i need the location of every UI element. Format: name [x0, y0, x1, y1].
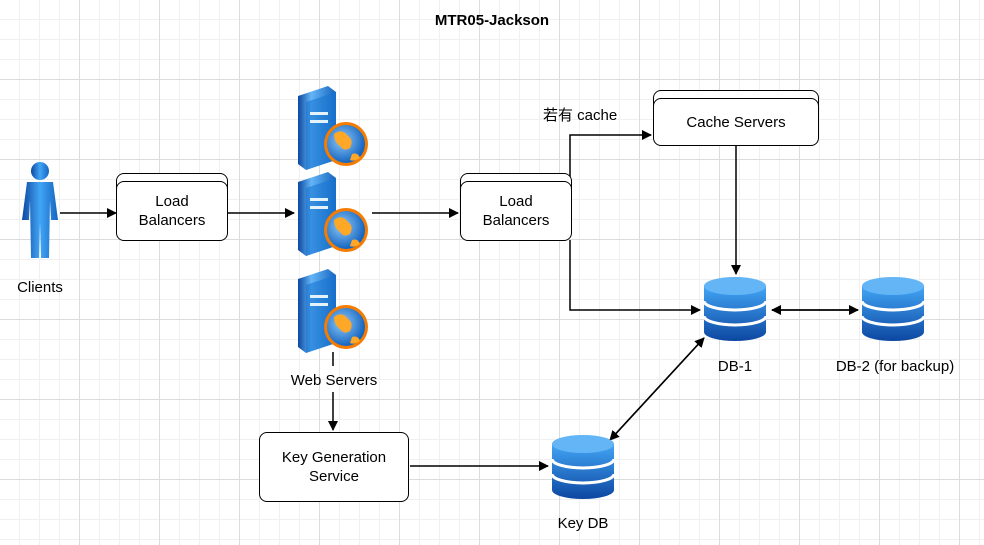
database-icon [702, 277, 768, 341]
user-icon [22, 162, 58, 258]
load-balancers-1-label: Load Balancers [116, 181, 228, 241]
database-icon [550, 435, 616, 499]
load-balancers-1[interactable]: Load Balancers [116, 173, 228, 241]
database-icon [860, 277, 926, 341]
edge-lb2-db1 [569, 240, 701, 315]
web-server-icon [298, 172, 368, 256]
load-balancers-2-label: Load Balancers [460, 181, 572, 241]
edge-lb2-cache [569, 130, 652, 213]
cache-servers[interactable]: Cache Servers [653, 90, 819, 146]
key-generation-service[interactable]: Key Generation Service [259, 432, 409, 502]
cache-servers-label: Cache Servers [653, 98, 819, 146]
db2-label: DB-2 (for backup) [835, 358, 955, 375]
web-server-icon [298, 269, 368, 353]
diagram-title: MTR05-Jackson [434, 12, 550, 29]
clients-label: Clients [17, 279, 63, 296]
web-servers-label: Web Servers [290, 372, 378, 389]
load-balancers-2[interactable]: Load Balancers [460, 173, 572, 241]
db1-label: DB-1 [717, 358, 753, 375]
edge-db1-keydb [609, 337, 705, 441]
key-db-label: Key DB [557, 515, 609, 532]
cache-condition-label: 若有 cache [543, 107, 618, 124]
web-server-icon [298, 86, 368, 170]
